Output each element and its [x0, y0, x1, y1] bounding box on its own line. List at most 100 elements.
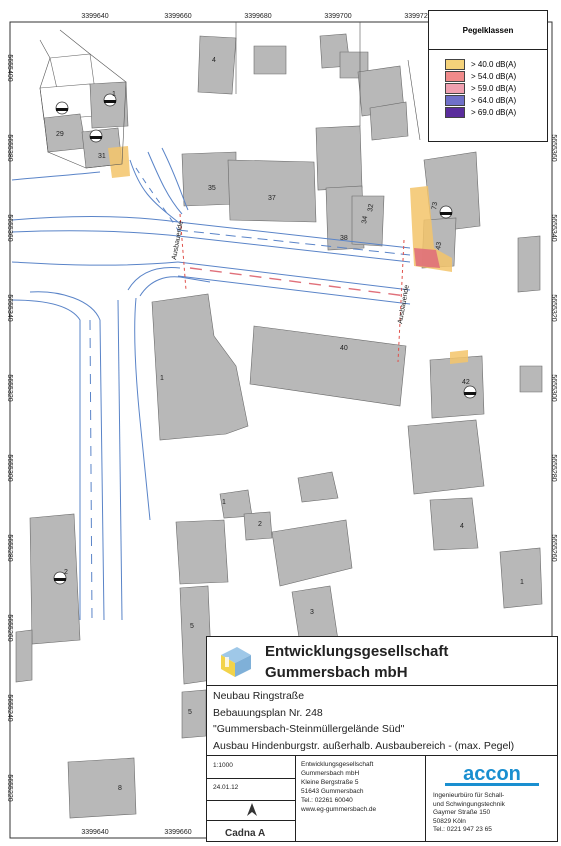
- y-tick-left: 5655280: [6, 534, 13, 561]
- building-number: 5: [188, 709, 192, 716]
- building-number: 42: [462, 379, 470, 386]
- y-tick-left: 5655220: [6, 774, 13, 801]
- company-line: und Schwingungstechnik: [433, 800, 505, 808]
- road-edge: [161, 147, 189, 211]
- contour-red: [414, 248, 440, 268]
- org-name-line1: Entwicklungsgesellschaft: [265, 643, 449, 660]
- client-address: Entwicklungsgesellschaft Gummersbach mbH…: [301, 760, 376, 814]
- y-tick-right: 5655300: [550, 374, 557, 401]
- building: [297, 471, 339, 503]
- building-number: 31: [98, 153, 106, 160]
- parcel-boundary: [39, 29, 127, 169]
- road-centerline: [135, 167, 179, 231]
- building-number: 1: [222, 499, 226, 506]
- legend-label: > 40.0 dB(A): [471, 59, 517, 69]
- legend-label: > 64.0 dB(A): [471, 95, 517, 105]
- road-edge: [129, 159, 179, 223]
- building: [43, 113, 87, 153]
- legend-rows: > 40.0 dB(A) > 54.0 dB(A) > 59.0 dB(A) > 64…: [429, 50, 547, 118]
- company-logo-icon: [221, 647, 251, 677]
- date: 24.01.12: [213, 784, 239, 791]
- x-tick-bottom: 3399660: [164, 829, 191, 836]
- x-tick-top: 3399680: [244, 13, 271, 20]
- legend-label: > 54.0 dB(A): [471, 71, 517, 81]
- legend: Pegelklassen > 40.0 dB(A)> 54.0 dB(A)> 5…: [428, 10, 548, 142]
- y-tick-left: 5655260: [6, 614, 13, 641]
- divider: [207, 820, 295, 821]
- x-tick-bottom: 3399640: [81, 829, 108, 836]
- road-edge: [147, 151, 183, 215]
- y-tick-left: 5655360: [6, 214, 13, 241]
- org-name-line2: Gummersbach mbH: [265, 664, 408, 681]
- road-centerline: [177, 229, 411, 256]
- receiver-icon: [55, 101, 69, 115]
- project-line: Bebauungsplan Nr. 248: [213, 706, 323, 719]
- building: [227, 159, 317, 223]
- y-tick-right: 5655320: [550, 294, 557, 321]
- parcel-lines: [39, 22, 421, 169]
- company-address: Ingenieurbüro für Schall- und Schwingung…: [433, 792, 505, 835]
- building: [429, 355, 485, 419]
- building-number: 5: [190, 623, 194, 630]
- north-arrow-icon: [247, 803, 257, 816]
- y-tick-right: 5655360: [550, 134, 557, 161]
- building-number: 40: [340, 345, 348, 352]
- legend-item: > 69.0 dB(A): [445, 106, 547, 118]
- legend-item: > 54.0 dB(A): [445, 70, 547, 82]
- software-name: Cadna A: [225, 828, 266, 839]
- building: [15, 629, 33, 683]
- receiver-points: [53, 93, 477, 585]
- client-line: Gummersbach mbH: [301, 770, 360, 777]
- legend-swatch: [445, 106, 465, 118]
- road-edge: [127, 267, 181, 291]
- building-number: 29: [56, 131, 64, 138]
- building: [369, 101, 409, 141]
- x-tick-top: 3399640: [81, 13, 108, 20]
- scale: 1:1000: [213, 762, 233, 769]
- building-number: 1: [112, 91, 116, 98]
- building-number: 35: [208, 185, 216, 192]
- title-block-footer: 1:1000 24.01.12 Cadna A Entwicklungsgese…: [207, 756, 557, 842]
- receiver-icon: [53, 571, 67, 585]
- contour-yellow: [108, 146, 130, 178]
- divider: [207, 800, 295, 801]
- building: [429, 497, 479, 551]
- x-tick-top: 3399720: [404, 13, 431, 20]
- client-line: Entwicklungsgesellschaft: [301, 761, 374, 768]
- ausbau-markers: [179, 213, 405, 363]
- building-number: 2: [258, 521, 262, 528]
- legend-swatch: [445, 70, 465, 82]
- building: [175, 519, 229, 585]
- y-tick-left: 5655300: [6, 454, 13, 481]
- building: [517, 235, 541, 293]
- ausbau-line: [179, 213, 187, 291]
- legend-item: > 40.0 dB(A): [445, 58, 547, 70]
- legend-label: > 59.0 dB(A): [471, 83, 517, 93]
- company-line: 50829 Köln: [433, 817, 466, 825]
- coordinate-ticks: 3399640 3399660 3399680 3399700 3399720 33996…: [6, 13, 557, 836]
- road-edge: [11, 299, 81, 620]
- contour-yellow: [450, 350, 468, 364]
- building: [519, 365, 543, 393]
- road-edge: [29, 291, 105, 621]
- building: [151, 293, 249, 441]
- building-number: 73: [431, 201, 439, 210]
- road-edge: [117, 299, 123, 621]
- receiver-icon: [103, 93, 117, 107]
- building-number: 4: [460, 523, 464, 530]
- legend-item: > 59.0 dB(A): [445, 82, 547, 94]
- divider: [207, 778, 295, 779]
- building-number: 32: [367, 203, 375, 212]
- x-tick-top: 3399660: [164, 13, 191, 20]
- y-tick-left: 5655340: [6, 294, 13, 321]
- y-tick-right: 5655260: [550, 534, 557, 561]
- road-edge: [11, 171, 101, 181]
- receiver-icon: [89, 129, 103, 143]
- building: [67, 757, 137, 819]
- road-edge: [11, 230, 411, 263]
- title-block: Entwicklungsgesellschaft Gummersbach mbH…: [206, 636, 558, 842]
- building: [249, 325, 407, 407]
- x-tick-top: 3399700: [324, 13, 351, 20]
- building-outline: [39, 83, 95, 121]
